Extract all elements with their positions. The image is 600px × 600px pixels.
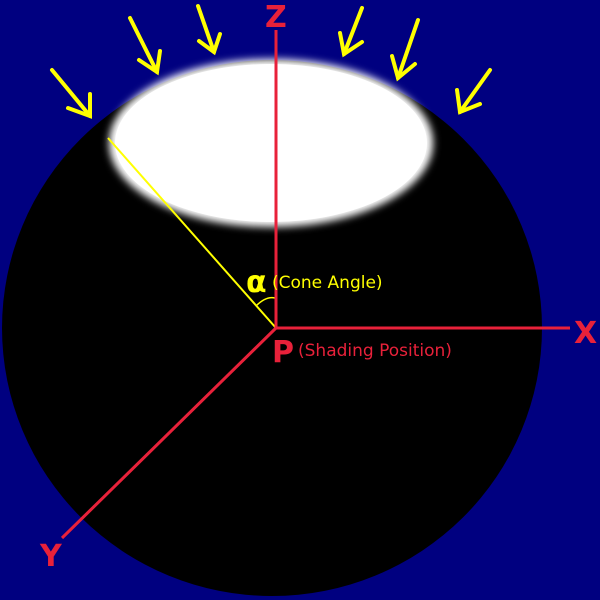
cone-angle-arc xyxy=(255,296,276,307)
cone-edge-line xyxy=(107,137,277,329)
incoming-light-arrow-icon xyxy=(390,18,420,82)
incoming-light-arrow-icon xyxy=(338,6,364,58)
angle-symbol: α xyxy=(246,265,267,300)
point-label: P xyxy=(272,335,294,370)
point-caption: (Shading Position) xyxy=(298,341,452,361)
incoming-light-arrow-icon xyxy=(128,16,162,76)
incoming-light-arrow-icon xyxy=(50,68,92,119)
illuminated-cap-core xyxy=(115,64,427,222)
y-axis-line xyxy=(60,326,278,540)
incoming-light-arrow-icon xyxy=(455,68,492,115)
incoming-light-arrow-icon xyxy=(196,4,222,56)
angle-caption: (Cone Angle) xyxy=(272,273,383,293)
sphere xyxy=(2,60,542,596)
x-axis-label: X xyxy=(574,316,597,351)
incoming-light-arrows xyxy=(50,4,492,119)
z-axis-label: Z xyxy=(265,0,287,35)
y-axis-label: Y xyxy=(39,539,63,574)
